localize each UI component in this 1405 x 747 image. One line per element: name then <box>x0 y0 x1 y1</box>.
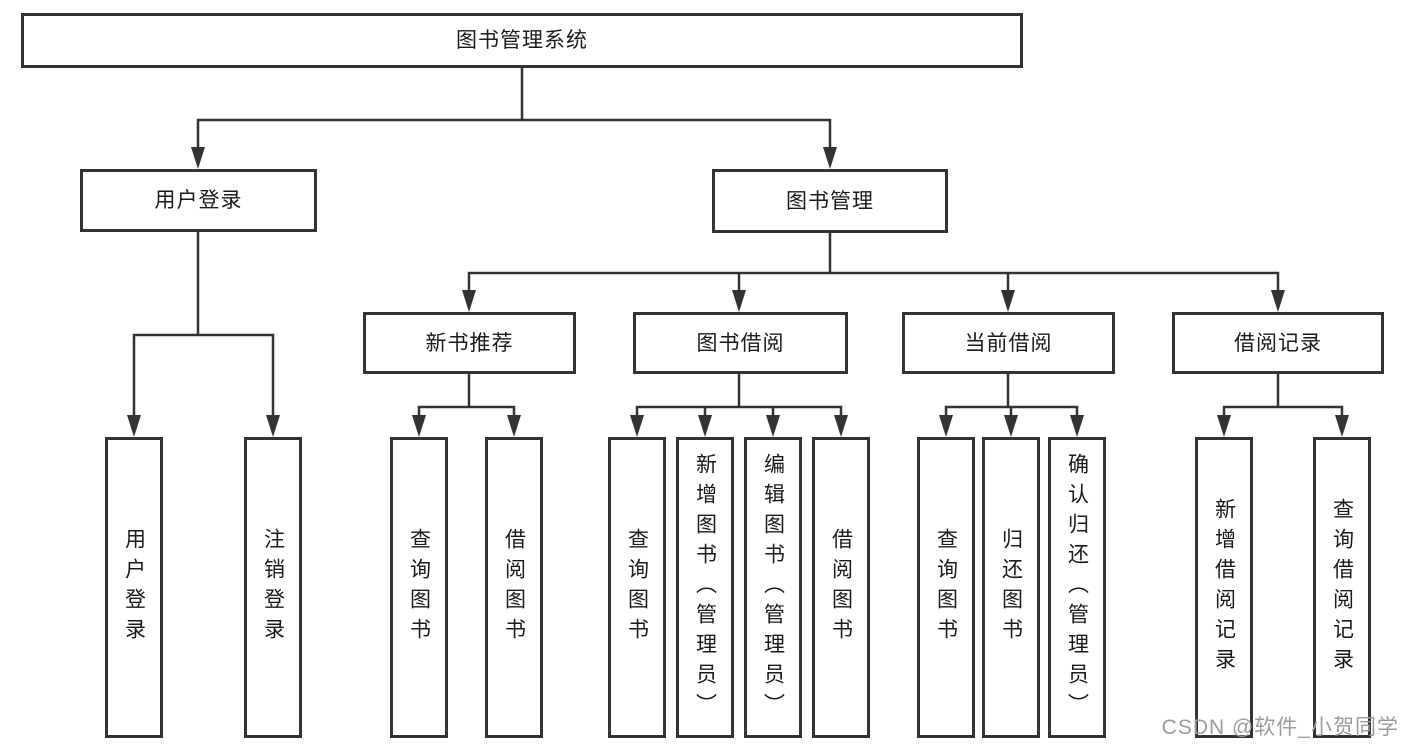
node-borrowing-query-books-label: 查询图书 <box>625 527 649 648</box>
node-logout-action-label: 注销登录 <box>261 527 285 648</box>
node-user-login-action: 用户登录 <box>105 437 163 738</box>
node-book-management: 图书管理 <box>712 169 948 233</box>
node-book-borrowing: 图书借阅 <box>633 312 848 374</box>
node-edit-book-admin: 编辑图书（管理员） <box>744 437 802 738</box>
node-borrowing-query-books: 查询图书 <box>608 437 666 738</box>
node-confirm-return-admin: 确认归还（管理员） <box>1048 437 1106 738</box>
arrowheads <box>127 147 1349 437</box>
node-query-borrow-record-label: 查询借阅记录 <box>1330 497 1354 678</box>
node-current-query-books-label: 查询图书 <box>934 527 958 648</box>
node-new-book-recommend-label: 新书推荐 <box>425 331 514 355</box>
node-edit-book-admin-label: 编辑图书（管理员） <box>761 452 785 723</box>
node-user-login-action-label: 用户登录 <box>122 527 146 648</box>
node-recommend-borrow-books: 借阅图书 <box>485 437 543 738</box>
node-add-book-admin-label: 新增图书（管理员） <box>693 452 717 723</box>
node-add-borrow-record-label: 新增借阅记录 <box>1212 497 1236 678</box>
node-recommend-borrow-books-label: 借阅图书 <box>502 527 526 648</box>
node-recommend-query-books: 查询图书 <box>390 437 448 738</box>
node-user-login-module-label: 用户登录 <box>154 189 243 212</box>
node-return-book-label: 归还图书 <box>999 527 1023 648</box>
node-book-management-label: 图书管理 <box>786 189 874 213</box>
node-borrowing-records: 借阅记录 <box>1172 312 1384 374</box>
node-book-borrowing-label: 图书借阅 <box>696 331 785 355</box>
node-add-book-admin: 新增图书（管理员） <box>676 437 734 738</box>
node-borrowing-borrow-books: 借阅图书 <box>812 437 870 738</box>
node-current-borrowing: 当前借阅 <box>902 312 1115 374</box>
node-library-system-label: 图书管理系统 <box>456 29 588 52</box>
csdn-watermark: CSDN @软件_小贺同学 <box>1161 716 1399 739</box>
node-new-book-recommend: 新书推荐 <box>363 312 576 374</box>
node-return-book: 归还图书 <box>982 437 1040 738</box>
node-logout-action: 注销登录 <box>244 437 302 738</box>
node-current-borrowing-label: 当前借阅 <box>964 331 1053 355</box>
node-current-query-books: 查询图书 <box>917 437 975 738</box>
node-borrowing-borrow-books-label: 借阅图书 <box>829 527 853 648</box>
node-confirm-return-admin-label: 确认归还（管理员） <box>1065 452 1089 723</box>
node-add-borrow-record: 新增借阅记录 <box>1195 437 1253 738</box>
node-query-borrow-record: 查询借阅记录 <box>1313 437 1371 738</box>
node-borrowing-records-label: 借阅记录 <box>1234 331 1322 355</box>
node-recommend-query-books-label: 查询图书 <box>407 527 431 648</box>
node-user-login-module: 用户登录 <box>80 169 317 232</box>
node-library-system: 图书管理系统 <box>21 13 1023 68</box>
